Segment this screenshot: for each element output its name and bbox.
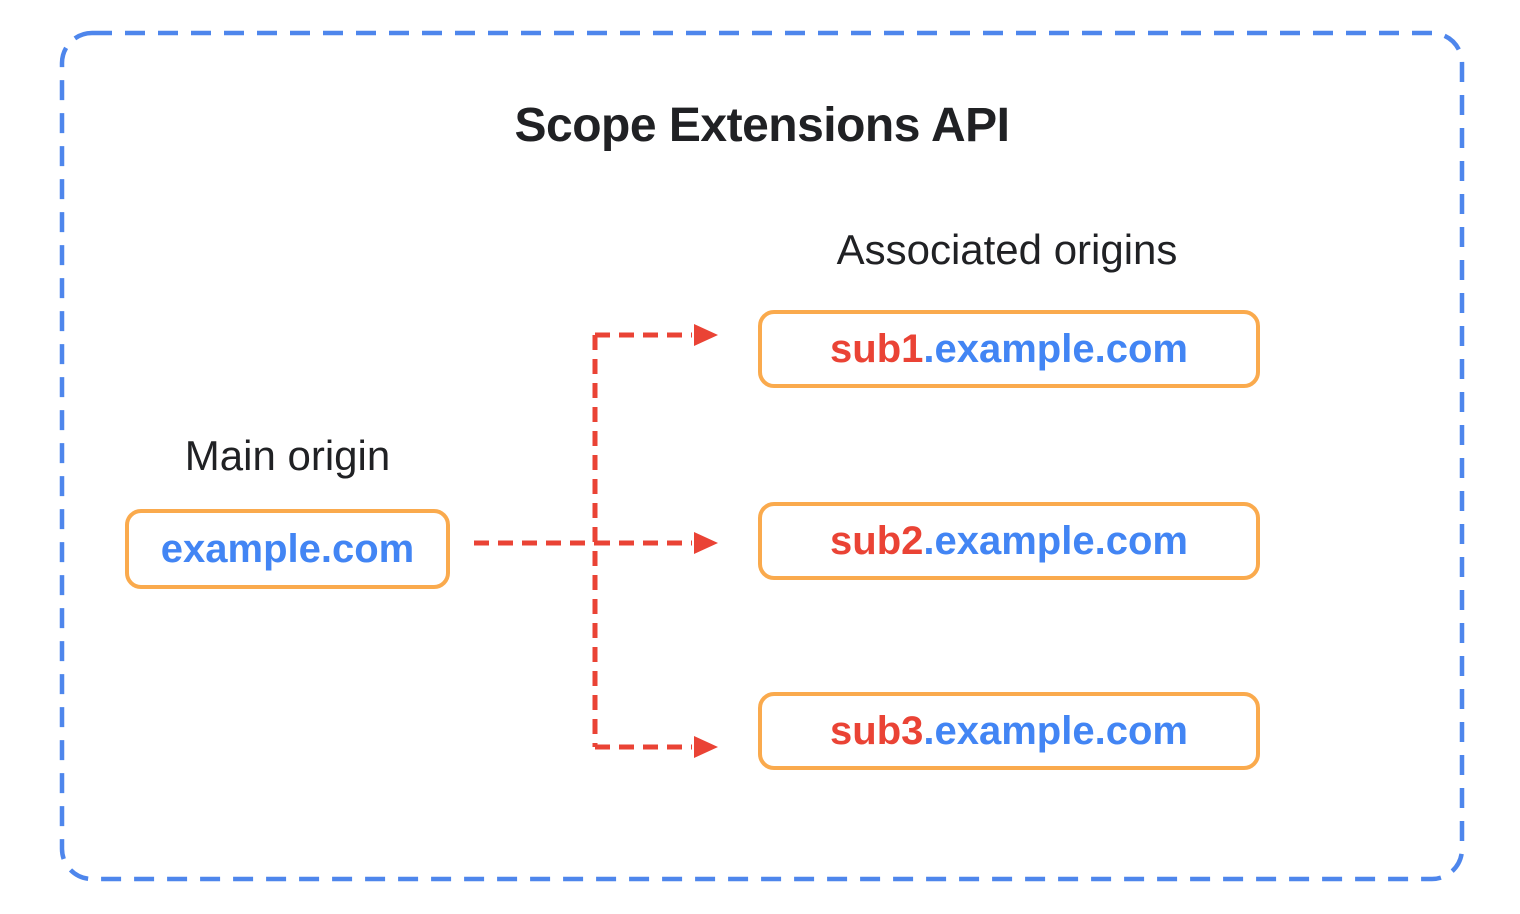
associated-origins-label: Associated origins [836,226,1178,273]
main-origin-box: example.com [125,509,450,589]
arrowhead-icon-top [694,324,718,346]
sub3-subdomain: sub3 [830,708,924,753]
sub1-domain-suffix: .example.com [923,326,1188,371]
diagram-title: Scope Extensions API [514,99,1010,152]
main-origin-label: Main origin [184,432,391,479]
sub2-subdomain: sub2 [830,518,924,563]
main-origin-domain: example.com [160,526,415,571]
arrowhead-icon-bottom [694,736,718,758]
outer-dashed-border [59,30,1465,882]
arrowhead-icon-middle [694,532,718,554]
sub3-domain-suffix: .example.com [923,708,1188,753]
associated-origin-box-sub2: sub2.example.com [758,502,1260,580]
associated-origin-box-sub1: sub1.example.com [758,310,1260,388]
associated-origin-box-sub3: sub3.example.com [758,692,1260,770]
sub1-subdomain: sub1 [830,326,924,371]
sub2-domain-suffix: .example.com [923,518,1188,563]
